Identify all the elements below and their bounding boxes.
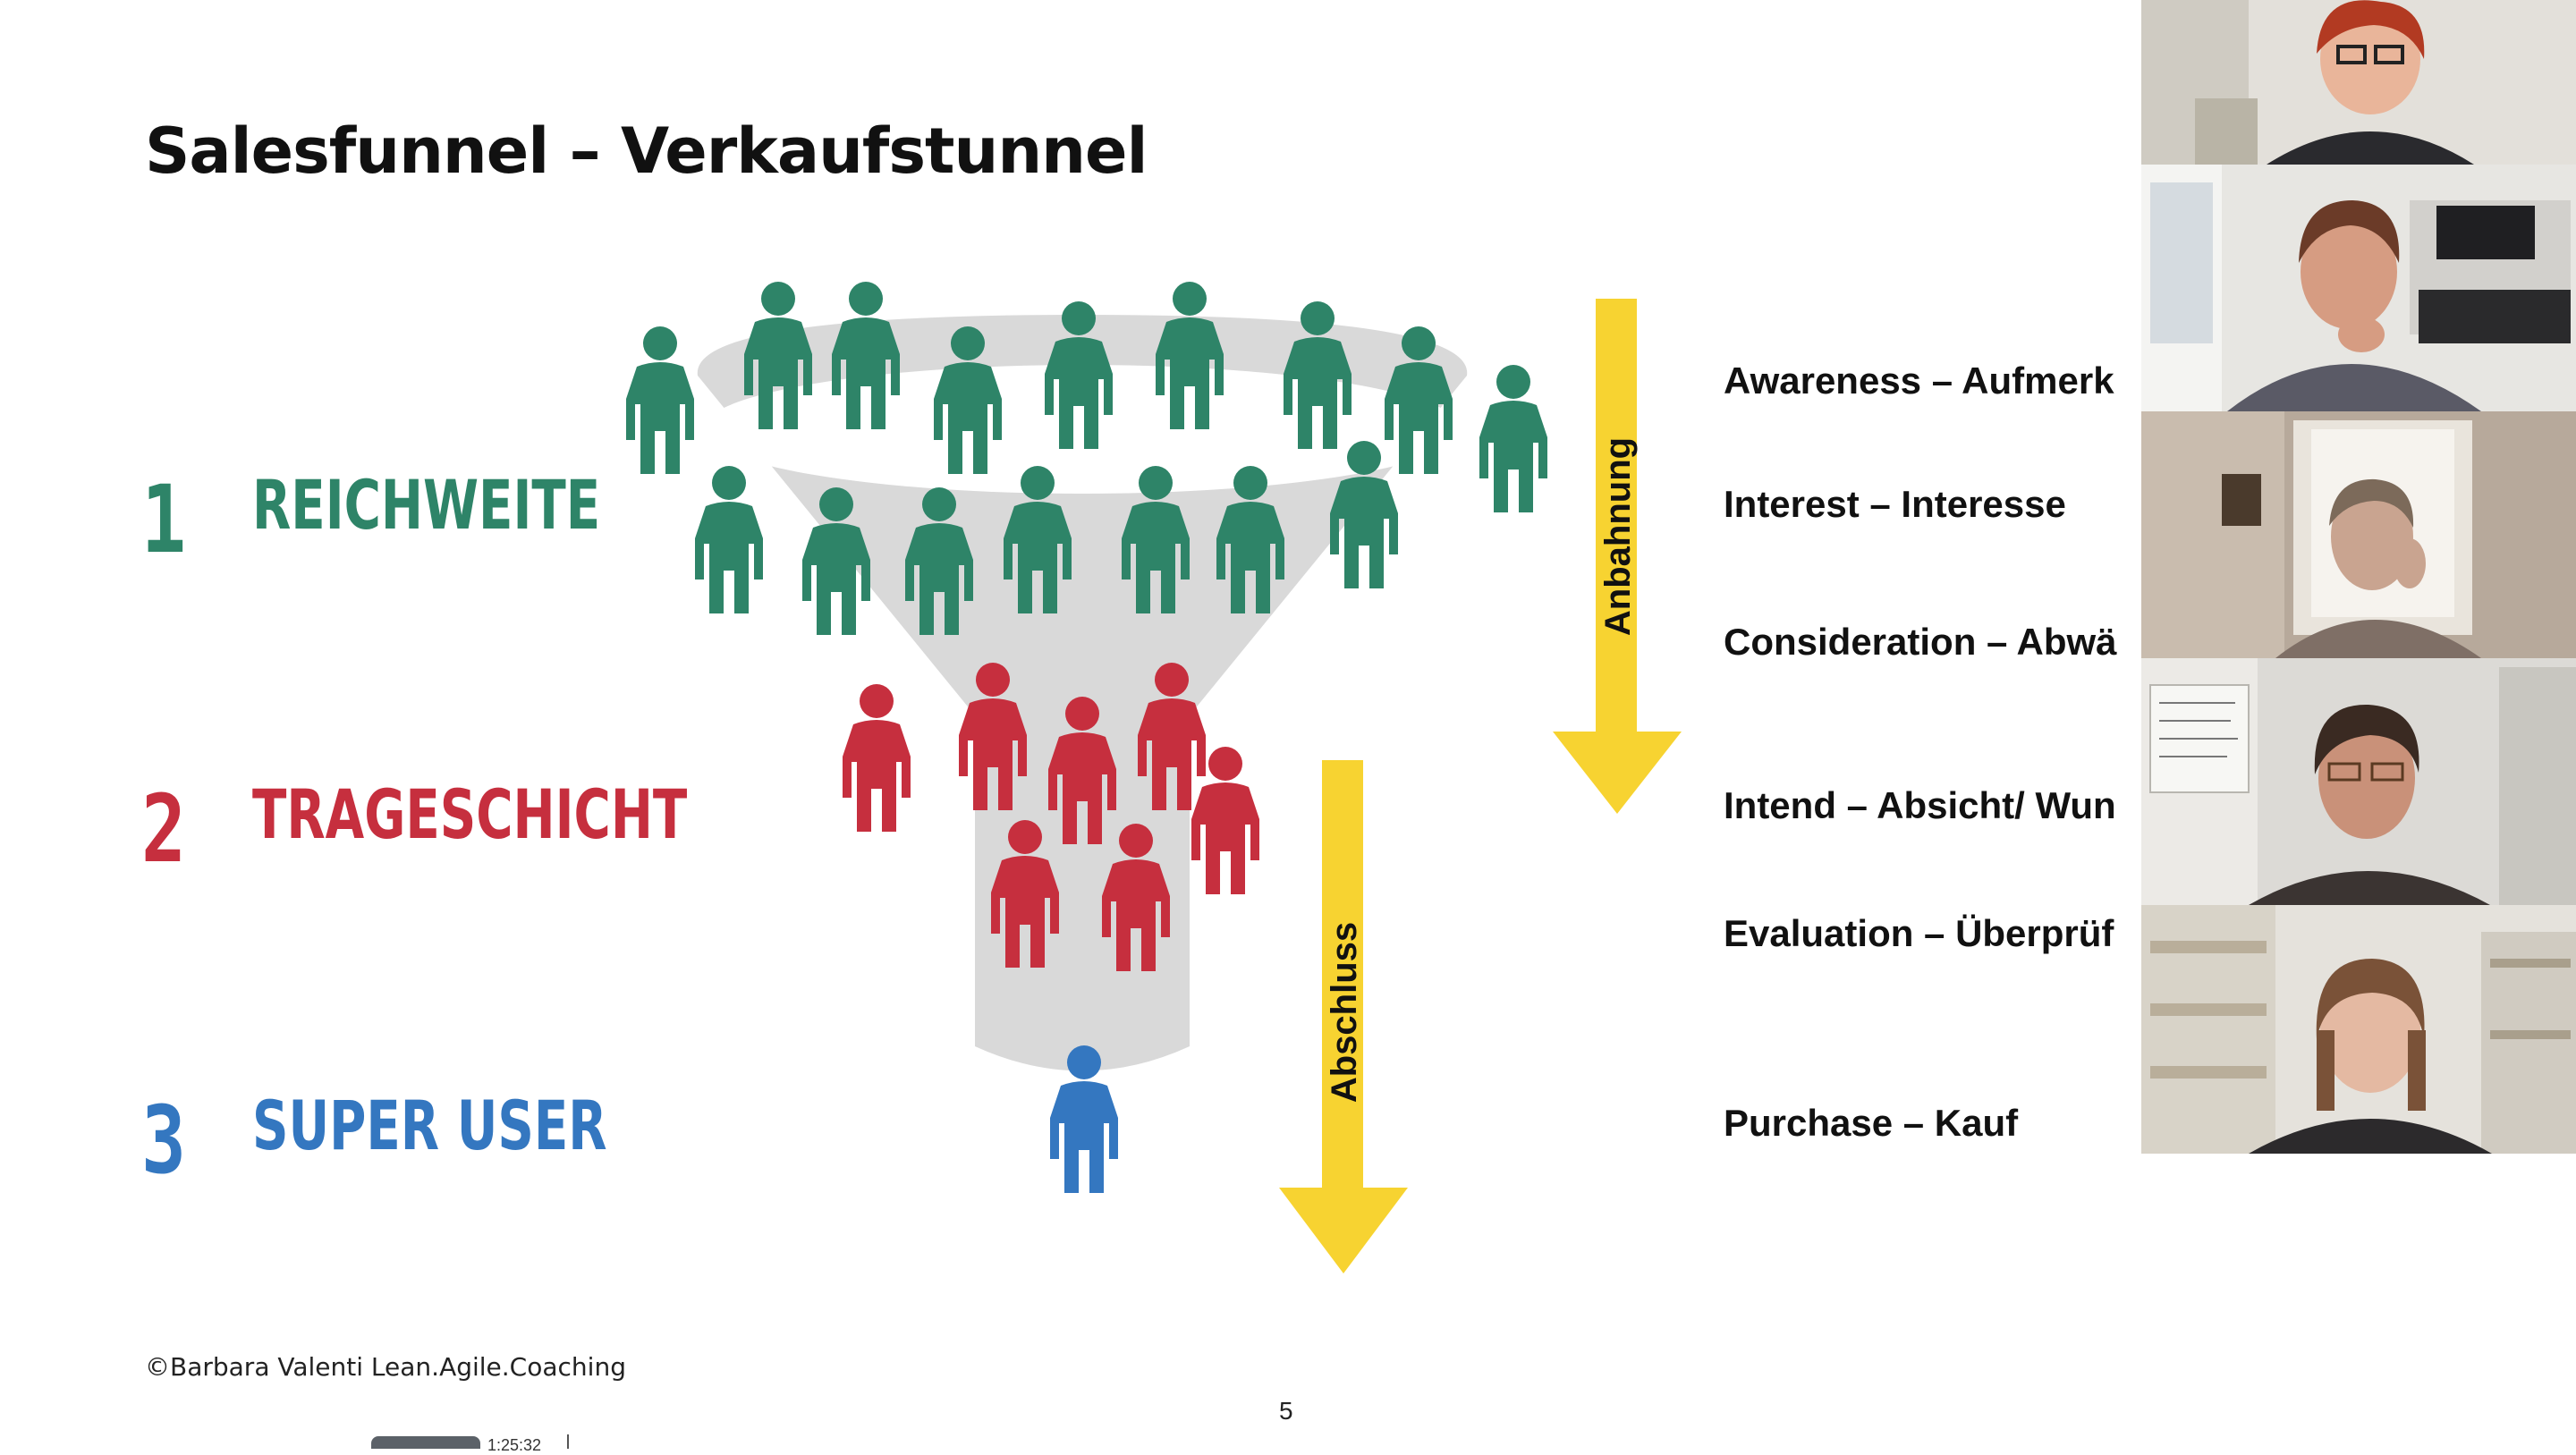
funnel-body bbox=[697, 315, 1468, 1071]
video-tile-participant-5[interactable] bbox=[2141, 905, 2576, 1154]
stage-2-label: TRAGESCHICHT bbox=[252, 774, 688, 854]
funnel-diagram: Anbahnung Abschluss bbox=[626, 282, 1682, 1273]
person-icon bbox=[1479, 365, 1547, 512]
participant-video-strip bbox=[2141, 0, 2576, 1154]
aida-evaluation: Evaluation – Überprüf bbox=[1724, 912, 2114, 954]
aida-consideration: Consideration – Abwä bbox=[1724, 621, 2117, 663]
presentation-slide: Salesfunnel – Verkaufstunnel 1 REICHWEIT… bbox=[141, 114, 2117, 1425]
video-frame bbox=[2141, 411, 2576, 658]
video-frame bbox=[2141, 0, 2576, 165]
video-tile-participant-4[interactable] bbox=[2141, 658, 2576, 905]
aida-awareness: Awareness – Aufmerk bbox=[1724, 360, 2114, 402]
person-icon bbox=[626, 326, 694, 474]
aida-purchase: Purchase – Kauf bbox=[1724, 1102, 2019, 1144]
arrow-anbahnung-head bbox=[1553, 732, 1682, 814]
page-number: 5 bbox=[1279, 1397, 1293, 1425]
person-icon bbox=[695, 466, 763, 613]
player-progress-handle[interactable] bbox=[371, 1436, 480, 1449]
player-timestamp: 1:25:32 bbox=[487, 1436, 542, 1454]
arrow-abschluss-head bbox=[1279, 1188, 1408, 1273]
player-divider bbox=[567, 1434, 569, 1449]
stage-3-label: SUPER USER bbox=[252, 1086, 607, 1165]
arrow-abschluss-label: Abschluss bbox=[1325, 922, 1364, 1103]
aida-interest: Interest – Interesse bbox=[1724, 483, 2066, 525]
stage-2-number: 2 bbox=[141, 774, 187, 884]
video-tile-participant-2[interactable] bbox=[2141, 165, 2576, 411]
arrow-anbahnung-label: Anbahnung bbox=[1598, 437, 1638, 636]
arrow-down-icon: Abschluss bbox=[1279, 760, 1408, 1273]
slide-title: Salesfunnel – Verkaufstunnel bbox=[145, 114, 1148, 188]
arrow-down-icon: Anbahnung bbox=[1553, 299, 1682, 814]
stage-1-number: 1 bbox=[141, 465, 187, 574]
aida-intend: Intend – Absicht/ Wun bbox=[1724, 784, 2116, 826]
copyright-notice: ©Barbara Valenti Lean.Agile.Coaching bbox=[145, 1352, 626, 1382]
arrow-anbahnung-shaft bbox=[1596, 299, 1637, 737]
funnel-opening bbox=[702, 365, 1462, 494]
person-icon bbox=[843, 684, 911, 832]
arrow-abschluss-shaft bbox=[1322, 760, 1363, 1191]
video-frame bbox=[2141, 165, 2576, 411]
video-frame bbox=[2141, 658, 2576, 905]
video-frame bbox=[2141, 905, 2576, 1154]
video-tile-participant-3[interactable] bbox=[2141, 411, 2576, 658]
stage-1-label: REICHWEITE bbox=[252, 465, 601, 545]
stage-3-number: 3 bbox=[141, 1086, 187, 1195]
funnel-icon bbox=[697, 315, 1468, 1071]
video-tile-participant-1[interactable] bbox=[2141, 0, 2576, 165]
